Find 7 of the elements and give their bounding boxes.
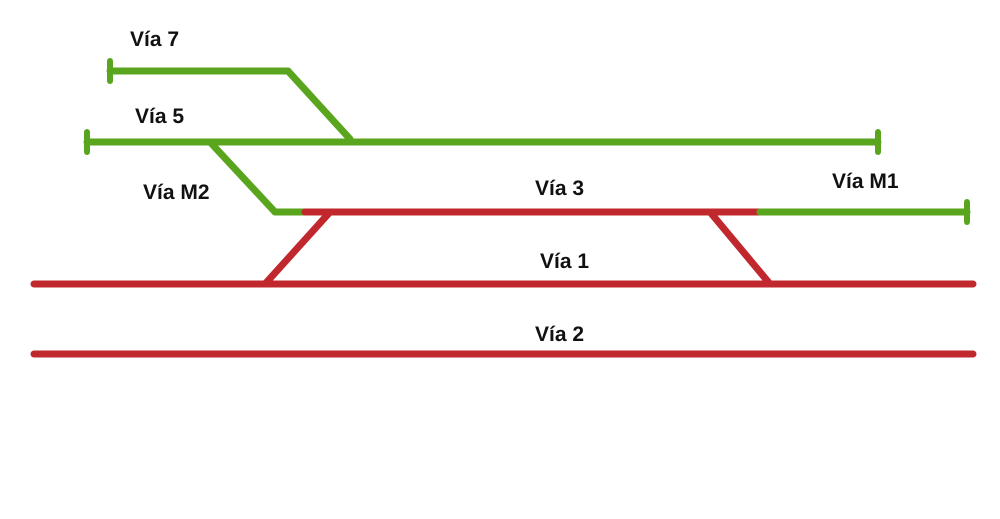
track-label: Vía 7 [130, 28, 180, 52]
track-label: Vía 1 [540, 250, 590, 274]
track-label: Vía 5 [135, 105, 184, 129]
track-label: Vía M1 [832, 170, 899, 194]
track-label: Vía 2 [535, 323, 584, 347]
track-label: Vía M2 [143, 181, 210, 205]
track-label: Vía 3 [535, 177, 584, 201]
